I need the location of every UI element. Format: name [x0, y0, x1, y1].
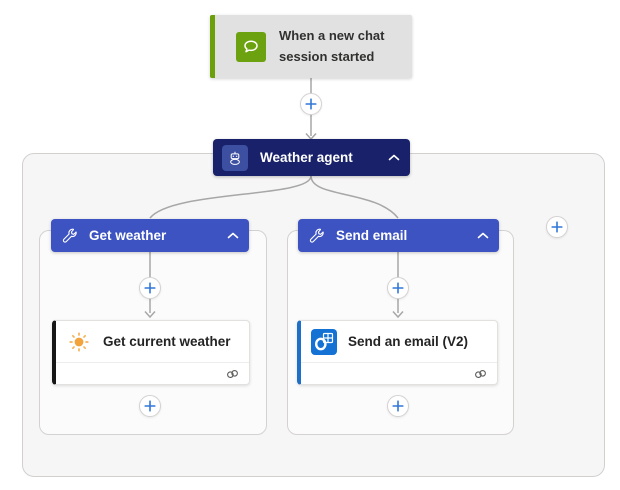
- insert-action-button-3[interactable]: [139, 395, 161, 417]
- action-card-send-an-email[interactable]: Send an email (V2): [297, 320, 498, 385]
- insert-action-button-2[interactable]: [139, 277, 161, 299]
- action-title: Get current weather: [103, 334, 231, 349]
- plus-icon: [305, 98, 317, 110]
- action-title: Send an email (V2): [348, 334, 469, 349]
- insert-action-button-1[interactable]: [300, 93, 322, 115]
- wrench-icon: [62, 228, 77, 243]
- sun-icon: [66, 329, 92, 355]
- plus-icon: [392, 400, 404, 412]
- insert-action-button-5[interactable]: [387, 395, 409, 417]
- tool-collapse-chevron-up-icon[interactable]: [227, 232, 239, 239]
- plus-icon: [392, 282, 404, 294]
- agent-collapse-chevron-up-icon[interactable]: [388, 154, 400, 161]
- tool-title: Send email: [336, 228, 408, 243]
- outlook-icon: [311, 328, 337, 355]
- tool-header-send-email[interactable]: Send email: [298, 219, 499, 252]
- bot-icon: [222, 144, 248, 171]
- trigger-accent-bar: [210, 15, 215, 78]
- trigger-title: When a new chat session started: [279, 28, 385, 64]
- connection-icon[interactable]: [473, 368, 488, 380]
- tool-header-get-weather[interactable]: Get weather: [51, 219, 249, 252]
- chat-trigger-icon: [236, 31, 266, 62]
- plus-icon: [551, 221, 563, 233]
- plus-icon: [144, 282, 156, 294]
- plus-icon: [144, 400, 156, 412]
- insert-action-button-4[interactable]: [387, 277, 409, 299]
- wrench-icon: [309, 228, 324, 243]
- tool-collapse-chevron-up-icon[interactable]: [477, 232, 489, 239]
- tool-title: Get weather: [89, 228, 167, 243]
- action-card-get-current-weather[interactable]: Get current weather: [52, 320, 250, 385]
- agent-title: Weather agent: [260, 150, 353, 165]
- connection-icon[interactable]: [225, 368, 240, 380]
- agent-header[interactable]: Weather agent: [213, 139, 410, 176]
- add-tool-button[interactable]: [546, 216, 568, 238]
- trigger-card[interactable]: When a new chat session started: [210, 15, 412, 78]
